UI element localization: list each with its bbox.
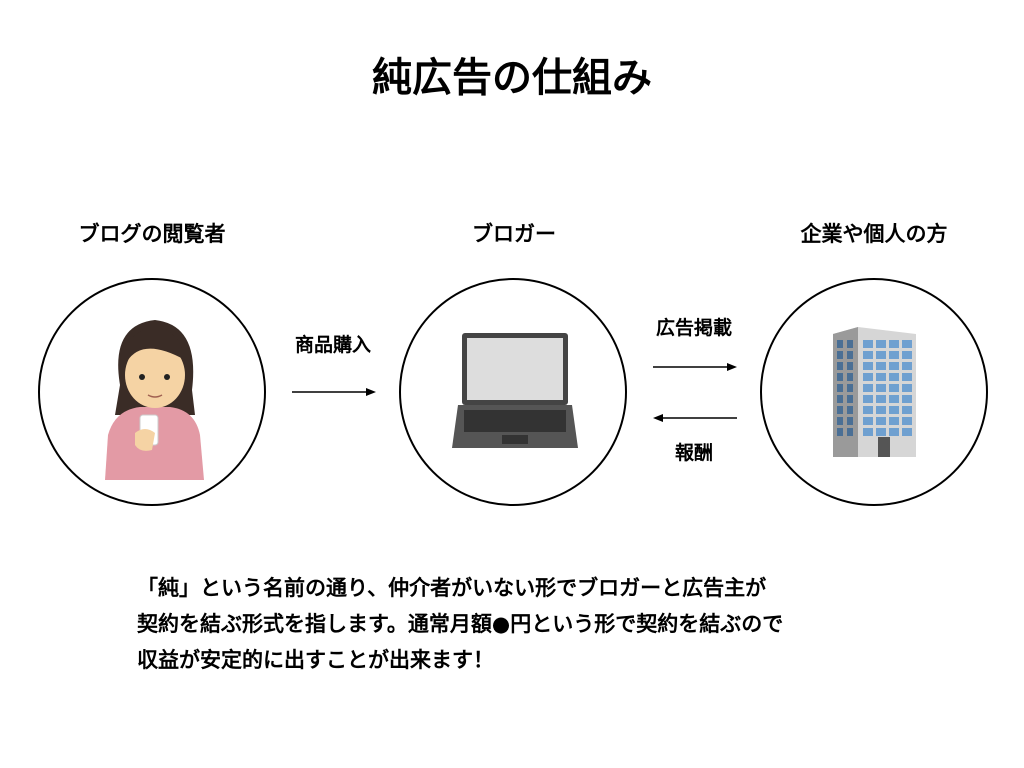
actor-label-blogger: ブロガー	[472, 222, 556, 246]
laptop-icon	[452, 333, 578, 448]
office-building-icon	[833, 327, 916, 457]
description: 「純」という名前の通り、仲介者がいない形でブロガーと広告主が 契約を結ぶ形式を指…	[137, 570, 783, 678]
actor-label-reader: ブログの閲覧者	[78, 222, 226, 246]
flow-label-reward: 報酬	[674, 442, 713, 464]
description-line: 「純」という名前の通り、仲介者がいない形でブロガーと広告主が	[137, 576, 767, 600]
blogger-circle	[399, 278, 627, 506]
flow-label-purchase: 商品購入	[294, 334, 371, 356]
description-line: 収益が安定的に出すことが出来ます！	[137, 648, 494, 672]
actor-label-advertiser: 企業や個人の方	[800, 222, 948, 246]
reader-circle	[38, 278, 266, 506]
person-with-phone-icon	[105, 320, 204, 480]
description-line: 契約を結ぶ形式を指します。通常月額●円という形で契約を結ぶので	[137, 612, 784, 636]
arrow-right-icon	[653, 363, 737, 371]
advertiser-circle	[760, 278, 988, 506]
arrow-left-icon	[653, 414, 737, 422]
flow-label-ad-placement: 広告掲載	[655, 317, 732, 339]
page-title: 純広告の仕組み	[372, 55, 652, 101]
arrow-right-icon	[292, 388, 376, 396]
